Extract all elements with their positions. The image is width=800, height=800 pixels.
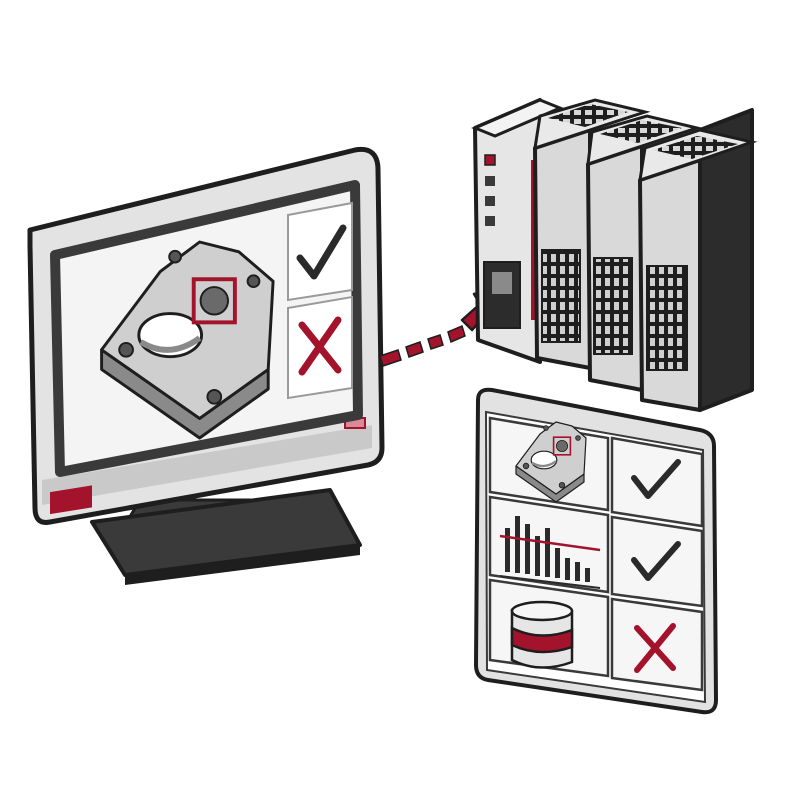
plc-controller: [471, 98, 758, 412]
ethernet-port[interactable]: [483, 261, 521, 329]
status-led-fault: [484, 154, 496, 166]
bar-chart-icon: [499, 516, 601, 589]
checkmark-icon: [631, 459, 681, 499]
results-row: [488, 416, 704, 528]
cross-icon: [298, 316, 342, 376]
status-led: [485, 176, 495, 186]
checkmark-icon: [631, 541, 681, 581]
database-icon: [510, 600, 574, 669]
io-terminal-block: [646, 265, 688, 371]
results-row: [488, 578, 704, 692]
approve-button[interactable]: [287, 201, 353, 302]
cross-icon: [634, 623, 676, 673]
checkmark-icon: [296, 224, 347, 280]
status-led: [485, 196, 495, 206]
plc-io-module-1: [533, 98, 651, 370]
io-terminal-block: [541, 249, 581, 343]
plc-io-module-3: [638, 128, 758, 412]
monitor: [27, 146, 385, 585]
results-row: [488, 495, 704, 608]
status-led: [485, 216, 495, 226]
results-panel: [474, 387, 718, 715]
io-terminal-block: [593, 257, 633, 355]
reject-button[interactable]: [287, 295, 353, 400]
monitor-brand-stripe: [50, 485, 92, 515]
plc-io-module-2: [586, 114, 703, 392]
